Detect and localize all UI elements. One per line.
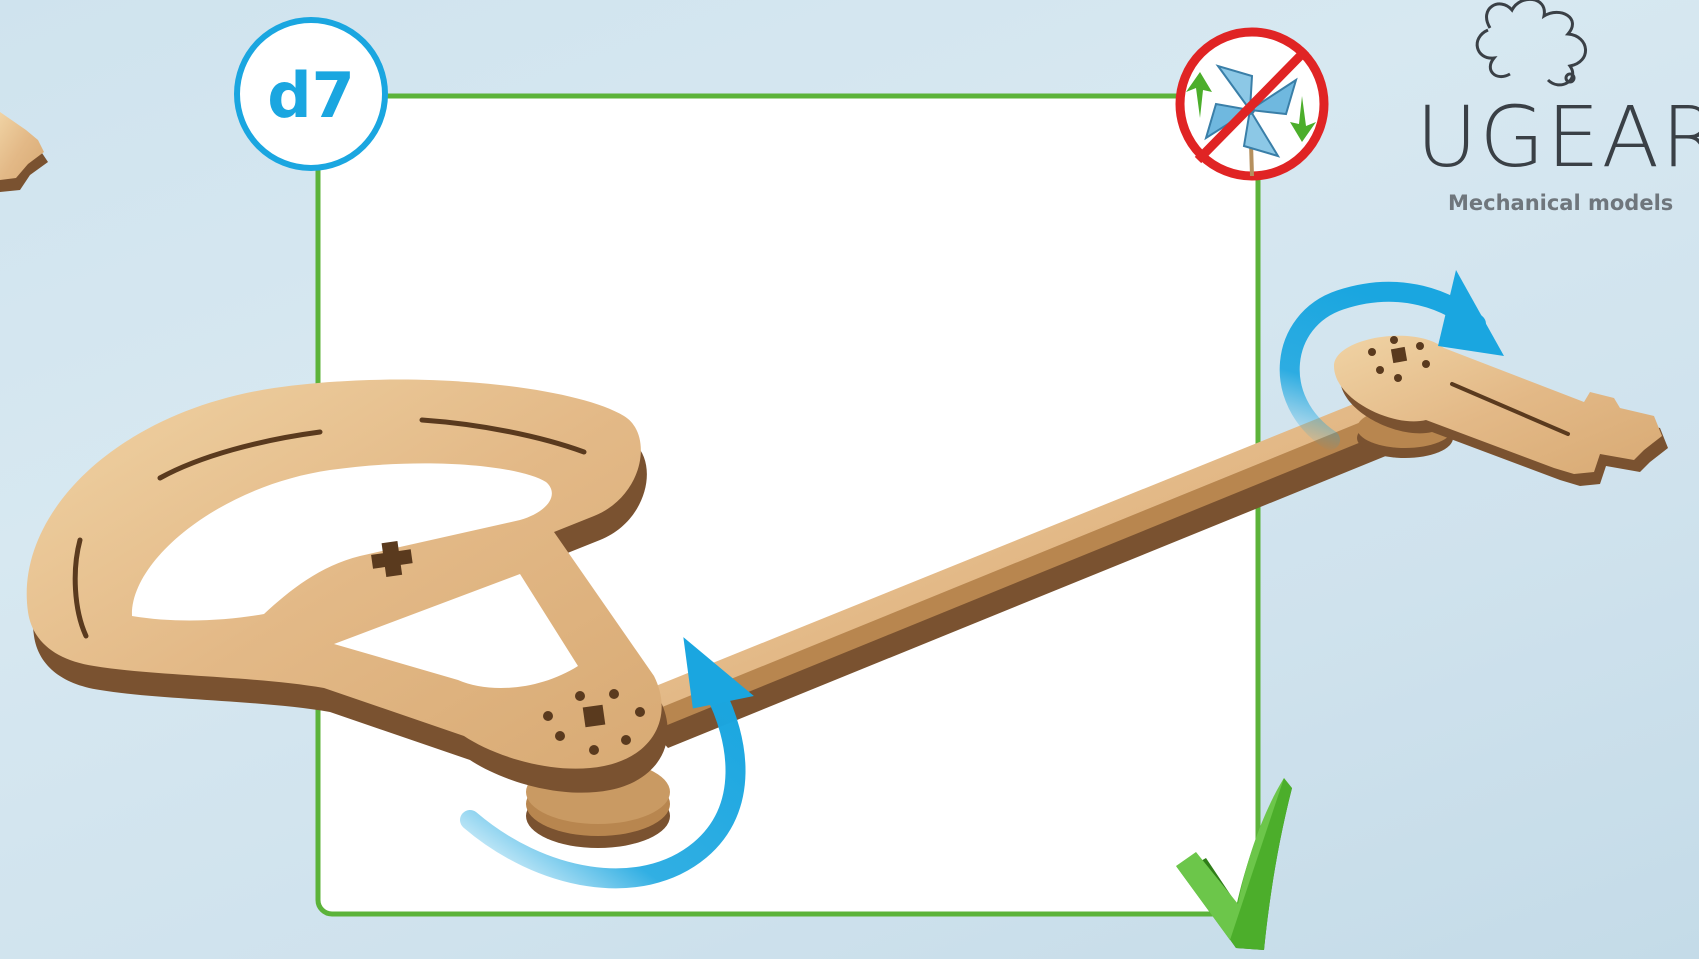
brand-name: UGEARS [1416,88,1699,186]
brand-logo: UGEARS Mechanical models [1416,0,1699,215]
crank-piece-right [1334,336,1668,486]
pinwheel-rotation-icon [1180,32,1324,176]
step-badge: d7 [237,20,385,168]
brand-tagline: Mechanical models [1448,191,1673,215]
partial-wooden-piece-left [0,112,48,192]
step-label: d7 [267,59,355,132]
